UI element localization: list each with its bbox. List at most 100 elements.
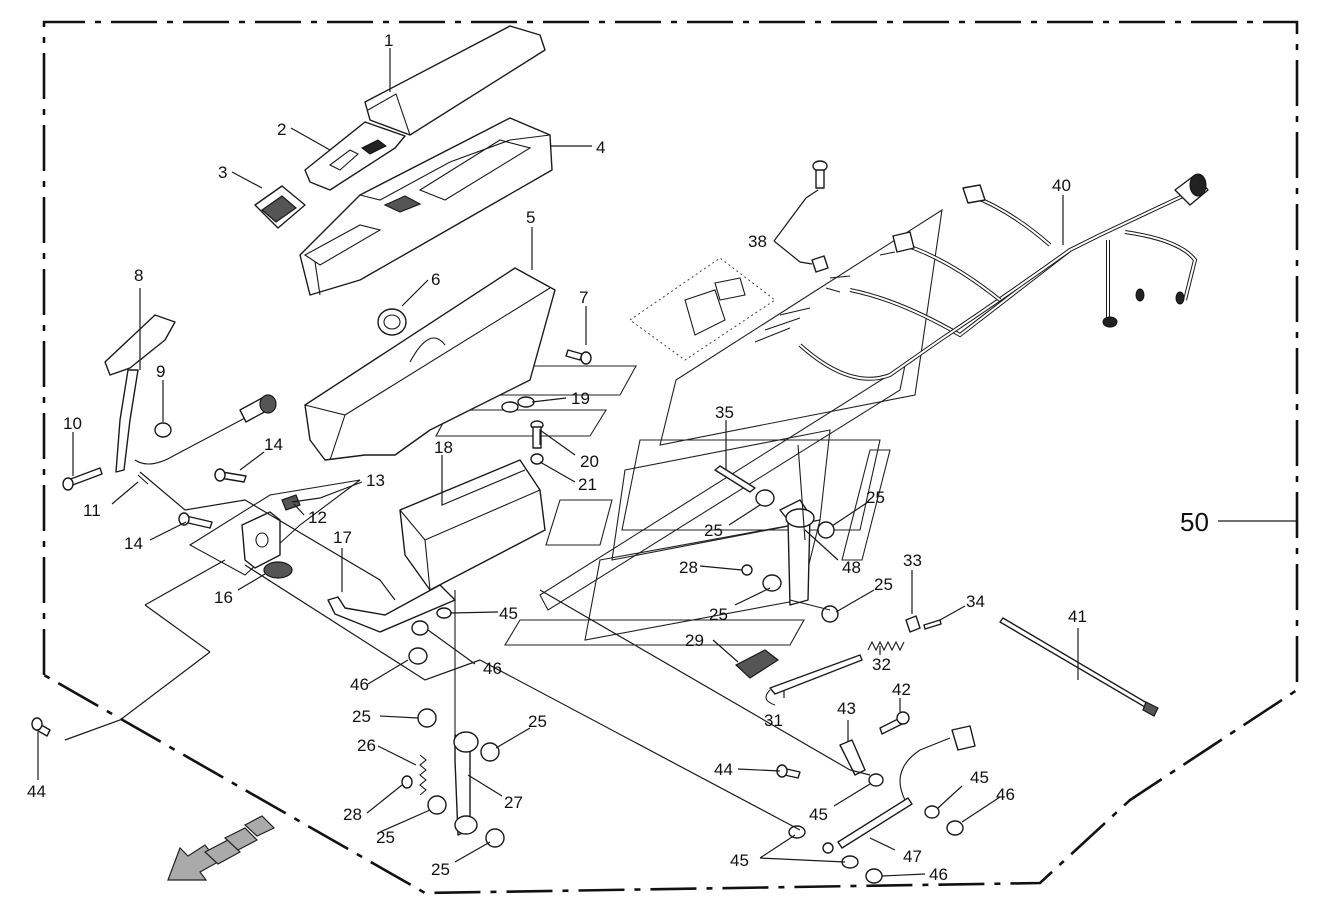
part-1-armrest-cover xyxy=(364,25,546,136)
callout-40: 40 xyxy=(1052,176,1071,195)
callout-4: 4 xyxy=(596,138,605,157)
part-25-bushing-g xyxy=(427,795,447,815)
part-46-nut-d xyxy=(865,868,883,884)
part-17-plate xyxy=(327,584,456,633)
direction-arrow xyxy=(167,815,276,881)
part-47-cable xyxy=(837,797,913,849)
callout-10: 10 xyxy=(63,414,82,433)
callout-20: 20 xyxy=(580,452,599,471)
leader-lines xyxy=(37,48,1297,877)
callout-45-a: 45 xyxy=(499,604,518,623)
callout-28-b: 28 xyxy=(679,558,698,577)
group-number-50: 50 xyxy=(1180,507,1209,537)
part-14-screw-a xyxy=(214,468,247,483)
part-40-wiring-harness xyxy=(754,173,1209,381)
callout-25-a: 25 xyxy=(866,488,885,507)
part-46-nut-b xyxy=(408,647,428,665)
callout-14-b: 14 xyxy=(124,534,143,553)
callout-5: 5 xyxy=(526,208,535,227)
part-26-spring xyxy=(419,754,427,796)
part-38-screw-clip xyxy=(811,160,829,273)
part-31-rod xyxy=(769,654,863,695)
callout-42: 42 xyxy=(892,680,911,699)
callout-13: 13 xyxy=(366,471,385,490)
callout-6: 6 xyxy=(431,270,440,289)
part-45-washer-d xyxy=(788,825,806,839)
callout-44-a: 44 xyxy=(27,782,46,801)
part-10-screw xyxy=(62,467,103,491)
part-19-clips xyxy=(501,396,535,413)
callout-25-b: 25 xyxy=(704,521,723,540)
part-44-screw xyxy=(31,717,51,737)
callout-35: 35 xyxy=(715,403,734,422)
part-25-bushing-d xyxy=(821,605,839,623)
part-9-nut xyxy=(154,422,172,438)
callout-29: 29 xyxy=(685,631,704,650)
part-25-bushing-a xyxy=(755,489,775,507)
callout-32: 32 xyxy=(872,655,891,674)
part-21-nut xyxy=(530,453,544,465)
part-6-grommet xyxy=(377,308,407,336)
callout-labels: 1 2 3 4 5 6 7 8 9 10 11 12 13 14 14 16 1… xyxy=(27,31,1209,884)
callout-25-g: 25 xyxy=(376,828,395,847)
callout-3: 3 xyxy=(218,163,227,182)
part-20-bolt xyxy=(530,420,544,449)
callout-1: 1 xyxy=(384,31,393,50)
part-45-washer-b xyxy=(868,773,884,787)
part-32-spring xyxy=(867,640,905,652)
part-46-nut-c xyxy=(946,820,964,836)
part-44-screw-b xyxy=(776,764,801,779)
part-45-washer-c xyxy=(924,805,940,819)
part-25-bushing-b xyxy=(817,521,835,539)
callout-17: 17 xyxy=(333,528,352,547)
part-42-bolt xyxy=(879,711,910,735)
callout-47: 47 xyxy=(903,847,922,866)
callout-46-b: 46 xyxy=(483,659,502,678)
callout-26: 26 xyxy=(357,736,376,755)
diagram-boundary xyxy=(42,20,1299,895)
callout-18: 18 xyxy=(434,438,453,457)
part-8-shift-lever-rod xyxy=(115,369,139,473)
callout-19: 19 xyxy=(571,389,590,408)
part-46-nut xyxy=(411,620,429,636)
callout-31: 31 xyxy=(764,711,783,730)
callout-16: 16 xyxy=(214,588,233,607)
part-5-lower-housing xyxy=(304,267,556,461)
callout-48: 48 xyxy=(842,558,861,577)
part-33-clip xyxy=(905,615,921,633)
callout-34: 34 xyxy=(966,592,985,611)
callout-11: 11 xyxy=(83,501,101,520)
callout-43: 43 xyxy=(837,699,856,718)
detail-inset xyxy=(629,257,776,361)
part-18-bracket xyxy=(399,459,546,591)
part-25-bushing-e xyxy=(417,708,437,728)
part-14-screw-b xyxy=(178,512,213,529)
part-35-pin xyxy=(714,465,756,493)
callout-25-f: 25 xyxy=(528,712,547,731)
callout-33: 33 xyxy=(903,551,922,570)
part-4-console-housing xyxy=(299,117,553,296)
callout-25-c: 25 xyxy=(874,575,893,594)
callout-9: 9 xyxy=(156,362,165,381)
callout-25-h: 25 xyxy=(431,860,450,879)
part-28-ring-b xyxy=(401,775,413,789)
callout-45-d: 45 xyxy=(730,851,749,870)
callout-41: 41 xyxy=(1068,607,1087,626)
part-29-pad xyxy=(734,649,780,679)
part-28-ring xyxy=(741,564,753,576)
callout-46-d: 46 xyxy=(929,865,948,884)
callout-28-a: 28 xyxy=(343,805,362,824)
callout-38: 38 xyxy=(748,232,767,251)
callout-27: 27 xyxy=(504,793,523,812)
callout-25-e: 25 xyxy=(352,707,371,726)
callout-25-d: 25 xyxy=(709,605,728,624)
part-45-washer xyxy=(436,607,452,619)
part-16-knob xyxy=(263,561,293,579)
part-25-bushing-c xyxy=(762,574,782,592)
callout-46-c: 46 xyxy=(996,785,1015,804)
callout-14: 14 xyxy=(264,435,283,454)
callout-45-c: 45 xyxy=(970,768,989,787)
part-34-pin xyxy=(923,619,942,630)
callout-44-b: 44 xyxy=(714,760,733,779)
part-16-switch-housing xyxy=(241,511,281,569)
